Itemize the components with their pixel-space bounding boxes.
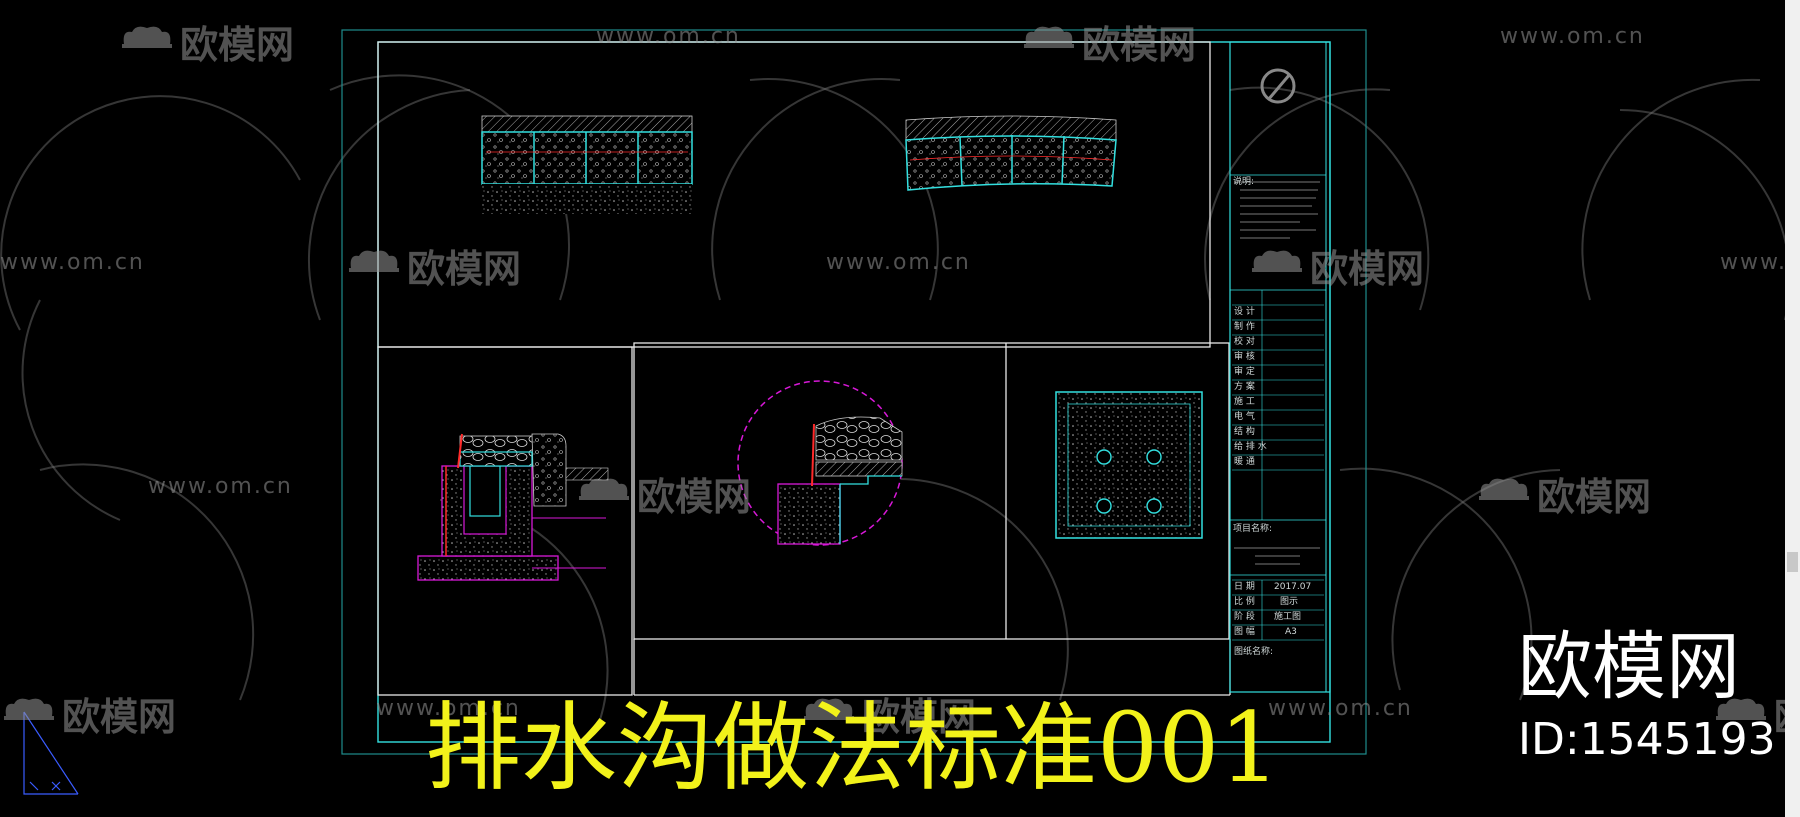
title-block-role-row: 施 工	[1234, 397, 1255, 407]
vertical-scrollbar[interactable]	[1785, 0, 1800, 817]
watermark-url: www.om.cn	[0, 250, 145, 275]
grate-plate-plan	[1055, 391, 1203, 539]
watermark-brand: 欧模网	[1310, 247, 1425, 291]
watermark-logo-icon	[1479, 478, 1529, 500]
watermark-url: www.om.cn	[1268, 696, 1413, 721]
title-block-notes-label: 说明:	[1233, 177, 1255, 187]
title-block-stage-label: 阶 段	[1234, 612, 1255, 622]
watermark-brand: 欧模网	[407, 247, 522, 291]
watermark-logo-icon	[349, 250, 399, 272]
watermark-url: www.om.cn	[148, 474, 293, 499]
watermark-url: www.om.cn	[1500, 24, 1645, 49]
ucs-axis-icon	[23, 711, 79, 795]
watermark-brand: 欧模网	[1082, 23, 1197, 67]
title-block-role-row: 给 排 水	[1234, 442, 1267, 452]
watermark-url: www.om.cn	[376, 696, 521, 721]
title-block-role-row: 校 对	[1234, 337, 1255, 347]
title-block-scale-label: 比 例	[1234, 597, 1255, 607]
watermark-logo-icon	[122, 26, 172, 48]
watermark-logo-icon	[4, 698, 54, 720]
title-block-drawing-name-label: 图纸名称:	[1234, 647, 1274, 657]
watermark-brand: 欧模网	[180, 23, 295, 67]
title-block-role-row: 电 气	[1234, 412, 1255, 422]
title-block-date-value: 2017.07	[1274, 582, 1312, 592]
title-block-stage-value: 施工图	[1274, 612, 1302, 622]
title-block-role-row: 审 定	[1234, 367, 1255, 377]
model-id: ID:1545193	[1518, 714, 1776, 765]
watermark-brand: 欧模网	[62, 695, 177, 739]
drain-grate-curved-detail	[905, 115, 1117, 191]
title-block	[1229, 41, 1331, 693]
watermark-logo-icon	[1024, 26, 1074, 48]
title-block-sheet-value: A3	[1285, 627, 1297, 637]
title-block-role-row: 制 作	[1234, 322, 1255, 332]
title-block-date-label: 日 期	[1234, 582, 1255, 592]
scrollbar-thumb[interactable]	[1787, 552, 1798, 572]
title-block-role-row: 暖 通	[1234, 457, 1255, 467]
drawing-title: 排水沟做法标准001	[425, 692, 1281, 804]
watermark-logo-icon	[579, 478, 629, 500]
title-block-role-row: 审 核	[1234, 352, 1255, 362]
watermark-logo-icon	[804, 698, 854, 720]
magnified-joint-detail	[737, 380, 903, 546]
title-block-scale-value: 图示	[1280, 597, 1299, 607]
drain-grate-straight-detail	[481, 115, 693, 214]
title-block-role-row: 结 构	[1234, 427, 1255, 437]
title-block-project-label: 项目名称:	[1233, 524, 1273, 534]
watermark-logo-icon	[1252, 250, 1302, 272]
watermark-brand: 欧模网	[862, 695, 977, 739]
title-block-role-row: 设 计	[1234, 307, 1255, 317]
title-block-role-row: 方 案	[1234, 382, 1255, 392]
watermark-url: www.om.cn	[826, 250, 971, 275]
watermark-logo-icon	[1716, 698, 1766, 720]
watermark-url: www.om.cn	[596, 24, 741, 49]
watermark-brand: 欧模网	[1537, 475, 1652, 519]
title-block-sheet-label: 图 幅	[1234, 627, 1255, 637]
sheet-outer-frame	[341, 29, 1367, 755]
watermark-brand: 欧模网	[637, 475, 752, 519]
drain-channel-section	[417, 433, 609, 581]
viewport-frames	[377, 41, 1231, 696]
title-block-logo-icon	[1260, 68, 1296, 104]
brand-name: 欧模网	[1518, 624, 1740, 710]
